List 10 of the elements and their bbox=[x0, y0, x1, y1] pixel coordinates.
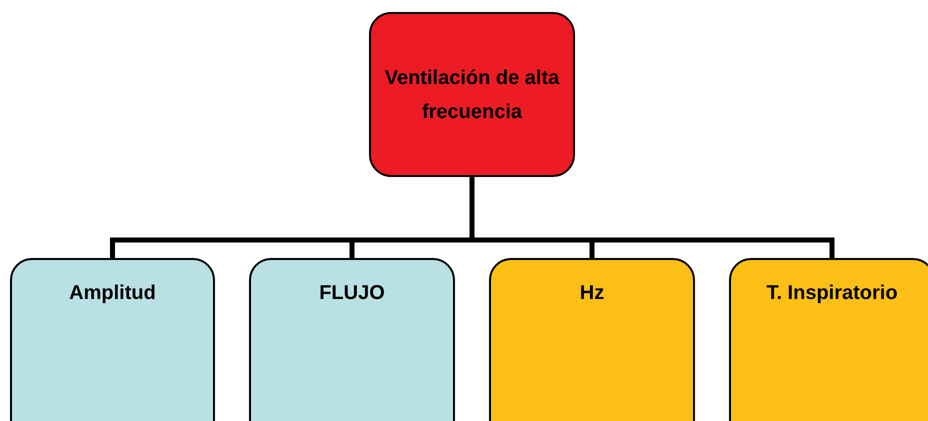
category-box bbox=[489, 258, 695, 421]
box-label: Amplitud bbox=[68, 281, 157, 306]
box-label: FLUJO bbox=[318, 281, 386, 306]
category-box bbox=[729, 258, 928, 421]
root-box bbox=[369, 12, 575, 177]
box-label: T. Inspiratorio bbox=[765, 281, 899, 306]
category-box bbox=[10, 258, 215, 421]
box-label: Hz bbox=[578, 281, 606, 306]
box-label: Ventilación de alta frecuencia bbox=[384, 66, 560, 124]
category-box bbox=[249, 258, 455, 421]
